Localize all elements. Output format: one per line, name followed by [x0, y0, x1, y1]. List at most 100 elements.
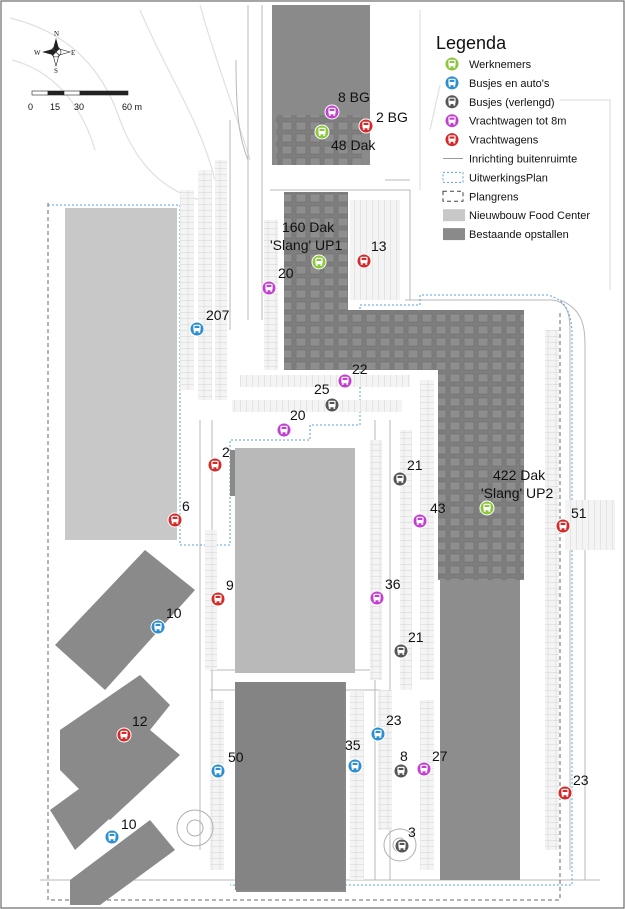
legend-item: Inrichting buitenruimte [443, 154, 577, 166]
parking-marker[interactable]: 22 [337, 361, 368, 389]
marker-count-label: 3 [408, 824, 416, 840]
legend-swatch-icon [444, 56, 460, 72]
vehicle-icon [370, 726, 386, 742]
vehicle-icon [116, 727, 132, 743]
vehicle-icon [337, 373, 353, 389]
marker-count-label: 27 [432, 748, 448, 764]
legend-label: Nieuwbouw Food Center [469, 210, 590, 222]
vehicle-icon [555, 518, 571, 534]
legend-item: Vrachtwagen tot 8m [444, 113, 566, 129]
parking-marker[interactable]: 6 [167, 498, 190, 528]
vehicle-icon [324, 397, 340, 413]
legend-fill-swatch [443, 228, 465, 241]
vehicle-icon [557, 785, 573, 801]
legend-label: Busjes (verlengd) [469, 97, 555, 109]
scale-tick-0: 0 [28, 102, 33, 112]
legend-item: Busjes en auto's [444, 75, 550, 91]
marker-sublabel: 'Slang' UP1 [270, 237, 342, 253]
marker-count-label: 23 [386, 712, 402, 728]
vehicle-icon [394, 838, 410, 854]
vehicle-icon [393, 763, 409, 779]
parking-marker[interactable]: 21 [392, 457, 423, 487]
marker-count-label: 8 BG [338, 89, 370, 105]
parking-marker[interactable]: 27 [416, 748, 448, 777]
parking-structures [235, 115, 524, 890]
parking-marker[interactable]: 20 [261, 265, 294, 296]
marker-count-label: 9 [226, 577, 234, 593]
parking-marker[interactable]: 8 BG [324, 89, 370, 120]
scale-tick-15: 15 [50, 102, 60, 112]
marker-count-label: 36 [385, 576, 401, 592]
vehicle-icon [207, 457, 223, 473]
parking-marker[interactable]: 23 [557, 772, 589, 801]
marker-count-label: 21 [408, 629, 424, 645]
parking-marker[interactable]: 10 [150, 605, 182, 635]
vehicle-icon [311, 254, 327, 270]
parking-marker[interactable]: 35 [345, 737, 363, 774]
legend-item: Plangrens [442, 190, 519, 203]
legend-label: Vrachtwagen tot 8m [469, 116, 566, 128]
scale-tick-30: 30 [74, 102, 84, 112]
vehicle-icon [210, 591, 226, 607]
legend-label: Werknemers [469, 59, 532, 71]
parking-marker[interactable]: 9 [210, 577, 234, 607]
marker-count-label: 35 [345, 737, 361, 753]
vehicle-icon [104, 829, 120, 845]
parking-marker[interactable]: 51 [555, 505, 587, 534]
marker-count-label: 422 Dak [493, 467, 546, 483]
legend-label: Busjes en auto's [469, 78, 550, 90]
legend-item: Vrachtwagens [444, 132, 539, 148]
parking-marker[interactable]: 422 Dak'Slang' UP2 [479, 467, 553, 516]
parking-marker[interactable]: 2 [207, 444, 230, 473]
parking-marker[interactable]: 12 [116, 713, 148, 743]
legend-item: Nieuwbouw Food Center [443, 209, 590, 222]
vehicle-icon [358, 118, 374, 134]
vehicle-icon [189, 321, 205, 337]
parking-marker[interactable]: 25 [314, 381, 340, 413]
parking-marker[interactable]: 2 BG [358, 109, 408, 134]
compass-e: E [71, 49, 75, 57]
marker-count-label: 10 [121, 816, 137, 832]
vehicle-icon [347, 758, 363, 774]
marker-count-label: 10 [166, 605, 182, 621]
marker-count-label: 25 [314, 381, 330, 397]
parking-marker[interactable]: 23 [370, 712, 402, 742]
marker-count-label: 20 [278, 265, 294, 281]
scale-tick-60: 60 m [122, 102, 142, 112]
parking-marker[interactable]: 8 [393, 748, 409, 779]
parking-marker[interactable]: 43 [412, 500, 446, 529]
parking-marker[interactable]: 20 [276, 407, 306, 438]
vehicle-icon [369, 590, 385, 606]
vehicle-icon [261, 280, 277, 296]
marker-count-label: 51 [571, 505, 587, 521]
legend-fill-swatch [443, 209, 465, 222]
marker-count-label: 8 [400, 748, 408, 764]
parking-marker[interactable]: 160 Dak'Slang' UP1 [270, 219, 342, 270]
parking-marker[interactable]: 48 Dak [314, 124, 376, 153]
legend-item: Werknemers [444, 56, 532, 72]
parking-marker[interactable]: 207 [189, 307, 230, 337]
legend-label: Plangrens [469, 191, 519, 203]
legend-label: Inrichting buitenruimte [469, 154, 577, 166]
scale-bar: 0 15 30 60 m [28, 90, 142, 112]
legend-label: Vrachtwagens [469, 135, 539, 147]
parking-marker[interactable]: 21 [393, 629, 424, 659]
marker-count-label: 23 [573, 772, 589, 788]
parking-marker[interactable]: 13 [356, 238, 387, 269]
marker-count-label: 2 [222, 444, 230, 460]
marker-count-label: 48 Dak [331, 137, 376, 153]
marker-count-label: 20 [290, 407, 306, 423]
vehicle-icon [393, 643, 409, 659]
parking-marker[interactable]: 10 [104, 816, 137, 845]
parking-marker[interactable]: 36 [369, 576, 401, 606]
marker-count-label: 13 [371, 238, 387, 254]
new-food-center [65, 208, 355, 673]
vehicle-icon [416, 761, 432, 777]
parking-marker[interactable]: 3 [394, 824, 416, 854]
parking-marker[interactable]: 50 [210, 749, 244, 779]
legend-label: UitwerkingsPlan [469, 172, 548, 184]
legend-title: Legenda [436, 33, 507, 53]
